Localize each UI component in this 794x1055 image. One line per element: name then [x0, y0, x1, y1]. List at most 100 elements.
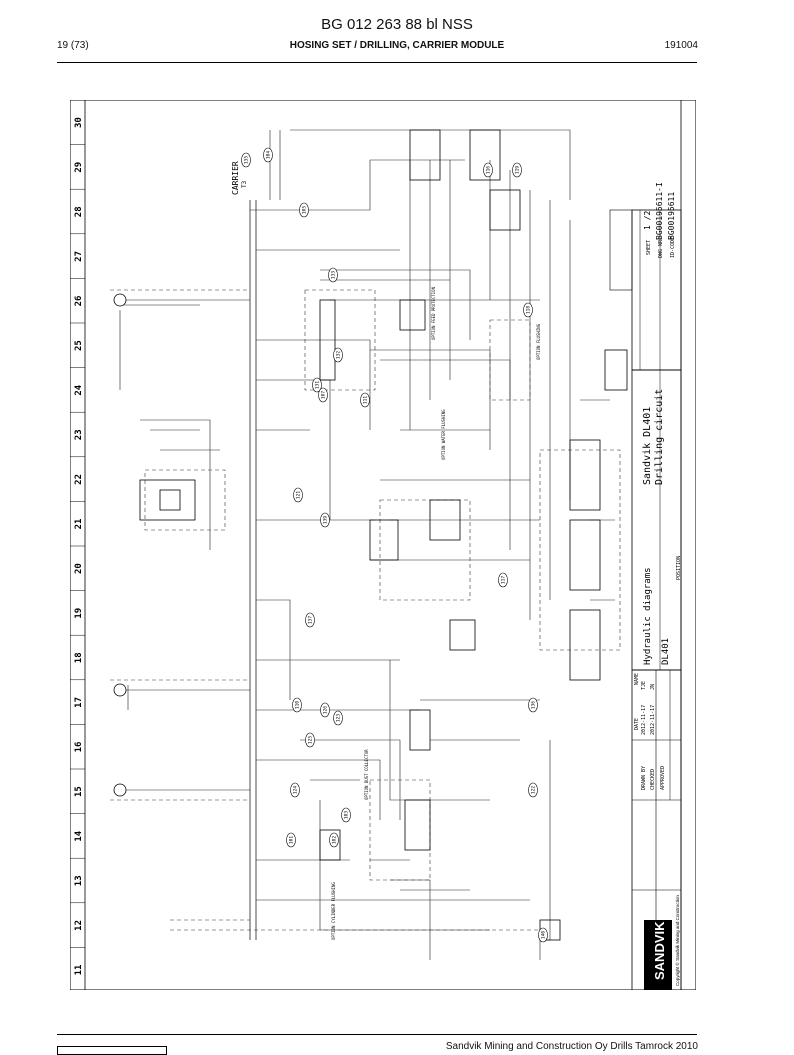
hydraulic-lines [119, 129, 615, 960]
grid-number: 12 [74, 920, 84, 931]
section-title: HOSING SET / DRILLING, CARRIER MODULE [289, 40, 505, 51]
circle-tag: 122 [528, 782, 538, 798]
svg-text:103: 103 [344, 811, 350, 819]
grid-number: 23 [74, 429, 84, 440]
svg-text:118: 118 [526, 306, 532, 314]
circle-tag: 140 [538, 927, 548, 943]
sandvik-footer-logo [57, 1046, 167, 1055]
dwg-value: BG00195611-I [655, 182, 664, 240]
svg-text:124: 124 [293, 786, 299, 794]
grid-number: 17 [74, 697, 84, 708]
hydraulic-diagram: 1112131415161718192021222324252627282930… [70, 100, 696, 990]
option-label: OPTION DUST COLLECTOR [364, 749, 369, 800]
grid-number: 24 [74, 384, 84, 395]
svg-text:133: 133 [331, 271, 337, 279]
option-label: OPTION WATER FLUSHING [441, 409, 446, 460]
circle-tag: 132 [333, 347, 343, 363]
grid-number: 19 [74, 608, 84, 619]
svg-text:122: 122 [531, 786, 537, 794]
circle-tag: 104 [263, 147, 273, 163]
option-label: OPTION FLUSHING [536, 323, 541, 360]
bulkhead-column [249, 200, 257, 940]
svg-text:101: 101 [289, 836, 295, 844]
page-number: 19 (73) [57, 40, 89, 51]
header-rule [57, 62, 697, 63]
svg-text:135: 135 [244, 156, 250, 164]
checked-name: JN [650, 684, 656, 690]
circle-tag: 124 [290, 782, 300, 798]
circle-tag: 123 [333, 710, 343, 726]
circle-tag: 105 [299, 202, 309, 218]
svg-text:111: 111 [363, 396, 369, 404]
circle-tag: 117 [498, 572, 508, 588]
svg-text:123: 123 [336, 714, 342, 722]
drawn-name: TJE [641, 681, 647, 690]
drawn-date: 2012-11-17 [641, 705, 647, 735]
approved-label: APPROVED [660, 766, 666, 790]
svg-text:140: 140 [541, 931, 547, 939]
svg-text:132: 132 [336, 351, 342, 359]
svg-text:107: 107 [321, 391, 327, 399]
date-label: DATE [634, 718, 640, 730]
svg-text:110: 110 [295, 701, 301, 709]
dashed-boundaries [110, 289, 621, 931]
circle-tag: 110 [292, 697, 302, 713]
copyright-text: Copyright © Sandvik Mining and Construct… [674, 895, 680, 986]
grid-number: 30 [74, 117, 84, 128]
option-labels: OPTION CYLINDER FLUSHING OPTION DUST COLL… [331, 286, 541, 940]
circle-tag: 131 [312, 377, 322, 393]
checked-label: CHECKED [650, 769, 656, 790]
svg-text:121: 121 [296, 491, 302, 499]
footer-rule [57, 1034, 697, 1035]
circle-tag: 118 [523, 302, 533, 318]
carrier-label: CARRIER [231, 161, 240, 195]
grid-number: 25 [74, 340, 84, 351]
circle-tag: 139 [320, 512, 330, 528]
circle-tag: 116 [483, 162, 493, 178]
circle-tag: 133 [328, 267, 338, 283]
position-label: POSITION [676, 556, 682, 580]
svg-text:139: 139 [323, 516, 329, 524]
components [139, 129, 628, 941]
circle-tag: 126 [320, 702, 330, 718]
circle-tag: 103 [341, 807, 351, 823]
svg-text:136: 136 [531, 701, 537, 709]
grid-number: 15 [74, 786, 84, 797]
svg-text:104: 104 [266, 151, 272, 159]
drawing-title-2: Drilling circuit [654, 389, 665, 485]
svg-text:116: 116 [486, 166, 492, 174]
grid-number: 21 [74, 519, 84, 530]
svg-text:125: 125 [308, 736, 314, 744]
dwg-label: DWG NR [658, 239, 664, 258]
pump-symbols [113, 293, 127, 797]
sheet-value: 1 /2 [643, 211, 652, 230]
document-title: BG 012 263 88 bl NSS [321, 16, 473, 33]
circle-tag: 135 [241, 152, 251, 168]
option-label: OPTION FEED PROTECTION [431, 286, 436, 340]
grid-number: 27 [74, 251, 84, 262]
sandvik-logo: SANDVIK [652, 921, 667, 980]
footer-text: Sandvik Mining and Construction Oy Drill… [445, 1041, 698, 1052]
circle-tag: 121 [293, 487, 303, 503]
drawing-title-1: Sandvik DL401 [642, 407, 653, 485]
checked-date: 2012-11-17 [650, 705, 656, 735]
svg-text:137: 137 [308, 616, 314, 624]
circle-tag: 125 [305, 732, 315, 748]
svg-text:117: 117 [501, 576, 507, 584]
svg-text:131: 131 [315, 381, 321, 389]
option-label: OPTION CYLINDER FLUSHING [331, 882, 336, 940]
grid-number: 20 [74, 563, 84, 574]
svg-text:102: 102 [332, 836, 338, 844]
grid-number: 13 [74, 875, 84, 886]
model-name: DL401 [661, 638, 671, 665]
circle-tag: 137 [305, 612, 315, 628]
svg-text:105: 105 [302, 206, 308, 214]
title-block: SANDVIK Copyright © Sandvik Mining and C… [609, 182, 682, 990]
drawing-frame [70, 100, 696, 990]
circle-tag: 119 [512, 162, 522, 178]
sheet-label: SHEET [646, 240, 652, 255]
circle-tag: 111 [360, 392, 370, 408]
grid-number: 26 [74, 296, 84, 307]
grid-number: 18 [74, 652, 84, 663]
